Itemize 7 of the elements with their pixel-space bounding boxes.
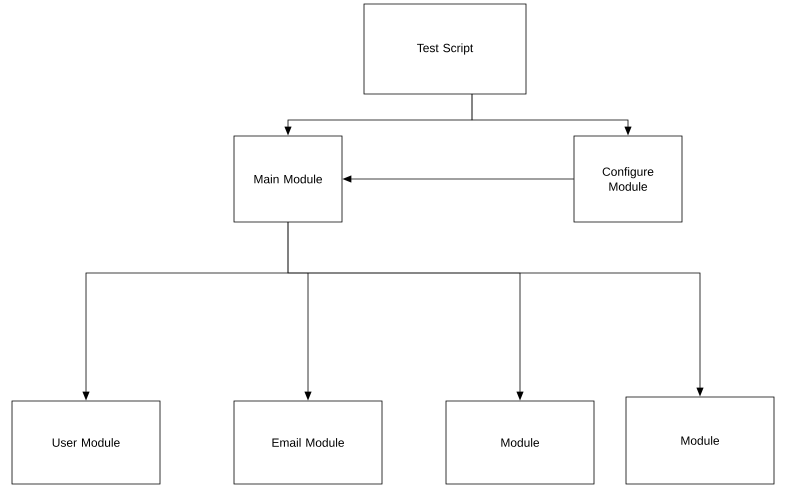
module-box: Module <box>626 396 774 484</box>
module-box: Module <box>446 400 594 484</box>
module-box: Main Module <box>234 136 342 222</box>
module-box: Email Module <box>234 400 382 484</box>
module-box: Test Script <box>364 4 526 94</box>
module-box: Configure Module <box>574 136 682 222</box>
module-box: User Module <box>12 400 160 484</box>
